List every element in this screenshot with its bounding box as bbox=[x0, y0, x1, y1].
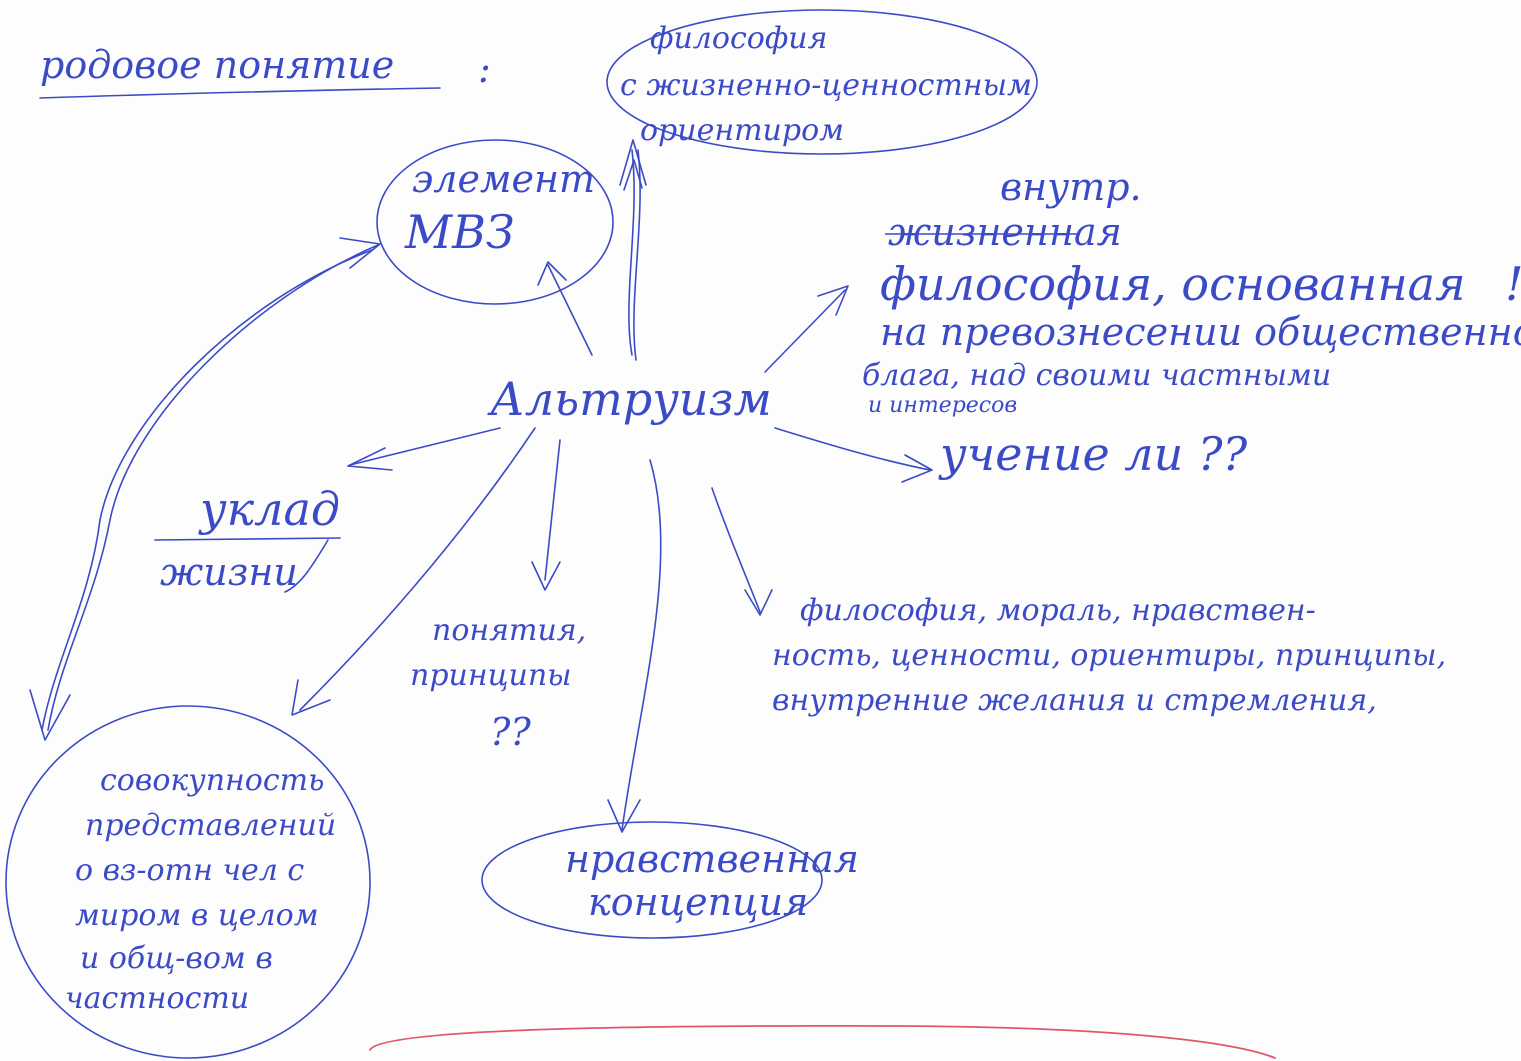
node-way-of-life: уклад жизни bbox=[154, 482, 341, 594]
arrow-to-inner-philosophy bbox=[764, 285, 849, 373]
arrow-to-teaching bbox=[774, 427, 933, 483]
arrow-to-moral-concept bbox=[607, 459, 662, 833]
arrow-to-totality bbox=[291, 427, 536, 716]
header-title: родовое понятие : bbox=[39, 43, 491, 99]
arrow-to-way-of-life bbox=[347, 427, 501, 471]
totality-line5: и общ-вом в bbox=[80, 941, 273, 976]
inner-philosophy-line3: блага, над своими частными bbox=[862, 358, 1331, 393]
header-colon: : bbox=[478, 47, 491, 91]
totality-line6: частности bbox=[65, 981, 249, 1016]
element-mvz-line1: элемент bbox=[412, 157, 595, 201]
node-teaching: учение ли ?? bbox=[938, 427, 1247, 481]
header-title-text: родовое понятие bbox=[40, 43, 394, 87]
ellipse-moral-concept bbox=[481, 821, 823, 939]
arrow-to-concepts bbox=[531, 439, 561, 591]
node-moral-concept: нравственная концепция bbox=[565, 837, 859, 924]
philosophy-values-line3: ориентиром bbox=[640, 113, 844, 148]
concepts-principles-line3: ?? bbox=[490, 710, 531, 754]
way-of-life-line2: жизни bbox=[160, 550, 298, 594]
arrow-mvz-to-totality bbox=[29, 237, 381, 741]
philosophy-values-line2: с жизненно-ценностным bbox=[620, 68, 1032, 103]
moral-concept-line1: нравственная bbox=[565, 837, 859, 881]
node-totality: совокупность представлений о вз-отн чел … bbox=[65, 763, 336, 1016]
circle-totality bbox=[5, 705, 371, 1059]
exclamation-mark: ! bbox=[1505, 257, 1521, 311]
element-mvz-line2: МВЗ bbox=[404, 205, 515, 259]
arrow-to-philosophy-list bbox=[711, 487, 773, 616]
totality-line1: совокупность bbox=[100, 763, 324, 798]
node-concepts-principles: понятия, принципы ?? bbox=[410, 613, 586, 754]
moral-concept-line2: концепция bbox=[588, 880, 808, 924]
node-philosophy-values: философия с жизненно-ценностным ориентир… bbox=[620, 21, 1032, 148]
philosophy-list-line1: философия, мораль, нравствен- bbox=[800, 593, 1316, 628]
totality-line2: представлений bbox=[85, 808, 336, 843]
inner-philosophy-line1: философия, основанная bbox=[880, 257, 1466, 311]
red-underline bbox=[369, 1024, 1276, 1059]
ellipse-philosophy-values bbox=[606, 9, 1038, 155]
ellipse-element-mvz bbox=[376, 139, 614, 305]
node-element-mvz: элемент МВЗ bbox=[404, 157, 595, 259]
concepts-principles-line2: принципы bbox=[410, 658, 572, 693]
totality-line3: о вз-отн чел с bbox=[75, 853, 304, 888]
header-underline bbox=[39, 87, 441, 99]
philosophy-values-line1: философия bbox=[650, 21, 828, 56]
philosophy-list-line3: внутренние желания и стремления, bbox=[772, 683, 1377, 718]
inner-philosophy-line4: и интересов bbox=[868, 393, 1017, 418]
node-inner-philosophy: внутр. жизненная философия, основанная н… bbox=[862, 165, 1521, 418]
node-philosophy-list: философия, мораль, нравствен- ность, цен… bbox=[772, 593, 1446, 718]
inner-philosophy-inserted: внутр. bbox=[1000, 165, 1142, 209]
inner-philosophy-struck: жизненная bbox=[888, 210, 1122, 254]
inner-philosophy-line2: на превознесении общественного bbox=[880, 310, 1521, 354]
center-label: Альтруизм bbox=[487, 372, 772, 426]
arrow-to-element-mvz bbox=[537, 261, 593, 356]
totality-line4: миром в целом bbox=[75, 898, 319, 933]
arrow-to-philosophy-values bbox=[619, 139, 647, 361]
way-of-life-tail bbox=[284, 539, 329, 593]
philosophy-list-line2: ность, ценности, ориентиры, принципы, bbox=[772, 638, 1446, 673]
way-of-life-line1: уклад bbox=[198, 482, 340, 536]
concepts-principles-line1: понятия, bbox=[432, 613, 586, 648]
way-of-life-divider bbox=[154, 537, 341, 541]
